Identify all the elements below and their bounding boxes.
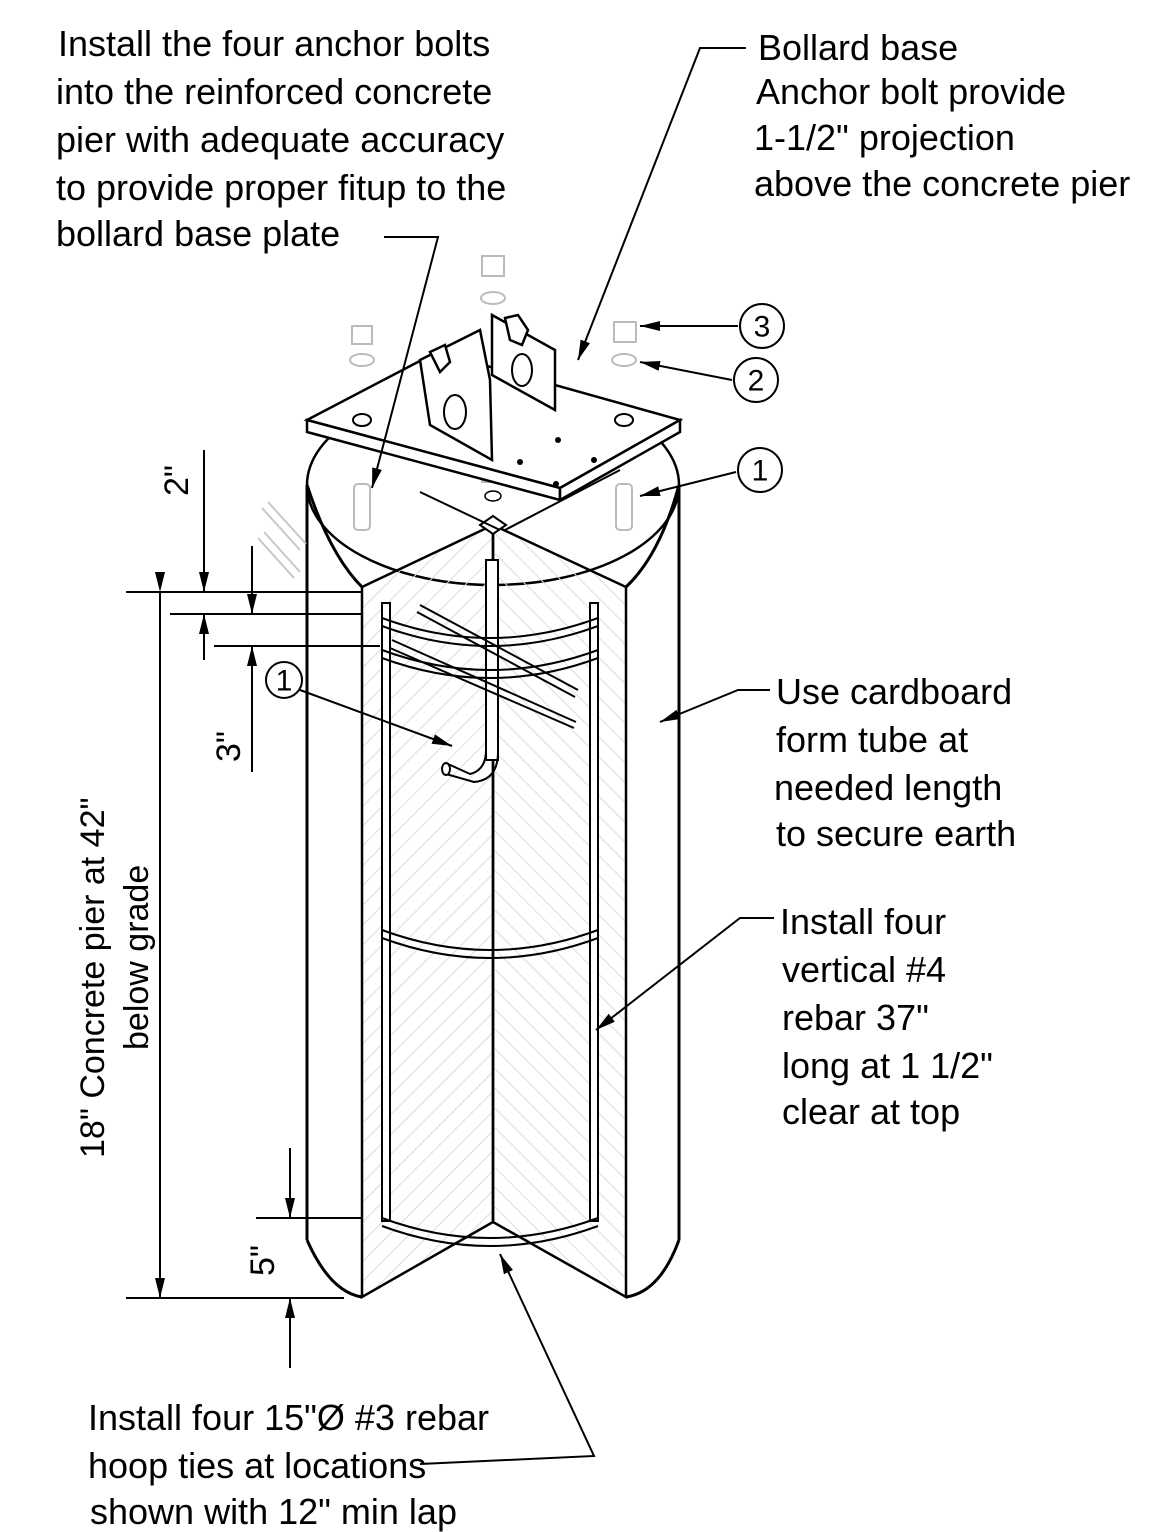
balloon-1-hook-label: 1	[276, 665, 293, 698]
ghost-rebar	[257, 501, 307, 579]
svg-text:vertical #4: vertical #4	[782, 949, 946, 990]
svg-text:needed length: needed length	[774, 767, 1002, 808]
svg-text:form tube at: form tube at	[776, 719, 968, 760]
svg-text:Bollard base: Bollard base	[758, 27, 958, 68]
svg-text:shown with 12" min lap: shown with 12" min lap	[90, 1491, 457, 1532]
svg-text:rebar 37": rebar 37"	[782, 997, 929, 1038]
note-form-tube: Use cardboard form tube at needed length…	[774, 671, 1016, 854]
svg-text:long at 1 1/2": long at 1 1/2"	[782, 1045, 993, 1086]
svg-text:to provide proper fitup to the: to provide proper fitup to the	[56, 167, 506, 208]
hoop-tie-3	[381, 929, 599, 951]
vertical-rebar-center	[485, 559, 499, 761]
svg-text:Install the four anchor bolts: Install the four anchor bolts	[58, 23, 490, 64]
nut-item-3	[613, 321, 637, 343]
bottom-offset-dim-label: 5"	[244, 1245, 282, 1276]
dimensions: 18" Concrete pier at 42" below grade 2" …	[74, 450, 380, 1368]
svg-text:Install four 15"Ø #3 rebar: Install four 15"Ø #3 rebar	[88, 1397, 489, 1438]
top-offset-dim-label: 2"	[158, 465, 196, 496]
balloon-3	[739, 303, 785, 349]
balloon-2-label: 2	[748, 365, 765, 398]
svg-text:bollard base plate: bollard base plate	[56, 213, 340, 254]
svg-text:Install four: Install four	[780, 901, 946, 942]
hoop-tie-2	[381, 649, 599, 671]
tie-spacing-dim-label: 3"	[210, 731, 248, 762]
hoop-tie-1	[381, 617, 599, 639]
note-vertical-rebar: Install four vertical #4 rebar 37" long …	[780, 901, 993, 1132]
svg-text:above the concrete pier: above the concrete pier	[754, 163, 1130, 204]
washer-item-2	[611, 353, 637, 367]
hoop-tie-4	[381, 1217, 599, 1239]
svg-text:into the reinforced concrete: into the reinforced concrete	[56, 71, 492, 112]
svg-text:clear at top: clear at top	[782, 1091, 960, 1132]
anchor-bolt-right	[615, 483, 633, 531]
note-bollard-base: Bollard base Anchor bolt provide 1-1/2" …	[754, 27, 1130, 204]
balloon-1-anchor	[737, 447, 783, 493]
balloon-3-label: 3	[754, 311, 771, 344]
svg-text:pier with adequate accuracy: pier with adequate accuracy	[56, 119, 504, 160]
pier-dim-label-2: below grade	[118, 865, 156, 1050]
pier-dim-label-1: 18" Concrete pier at 42"	[74, 797, 112, 1158]
vertical-rebar-left	[381, 602, 391, 1222]
rebar-cage	[381, 559, 599, 1247]
balloon-1-hook	[265, 661, 303, 699]
note-anchor-install: Install the four anchor bolts into the r…	[56, 23, 506, 254]
svg-text:to secure earth: to secure earth	[776, 813, 1016, 854]
note-hoop-ties: Install four 15"Ø #3 rebar hoop ties at …	[88, 1397, 489, 1532]
bollard-uprights	[418, 312, 557, 463]
svg-text:hoop ties at locations: hoop ties at locations	[88, 1445, 426, 1486]
svg-text:Use cardboard: Use cardboard	[776, 671, 1012, 712]
cutaway-face-right	[491, 523, 628, 1300]
balloon-1-anchor-label: 1	[752, 455, 769, 488]
vertical-rebar-right	[589, 602, 599, 1222]
balloons: 3 2 1 1	[265, 303, 785, 747]
bollard-base-plate	[303, 350, 684, 531]
leaders	[371, 47, 774, 1465]
svg-text:Anchor bolt provide: Anchor bolt provide	[756, 71, 1066, 112]
svg-text:1-1/2" projection: 1-1/2" projection	[754, 117, 1015, 158]
balloon-2	[733, 357, 779, 403]
anchor-bolt-left	[353, 483, 371, 531]
